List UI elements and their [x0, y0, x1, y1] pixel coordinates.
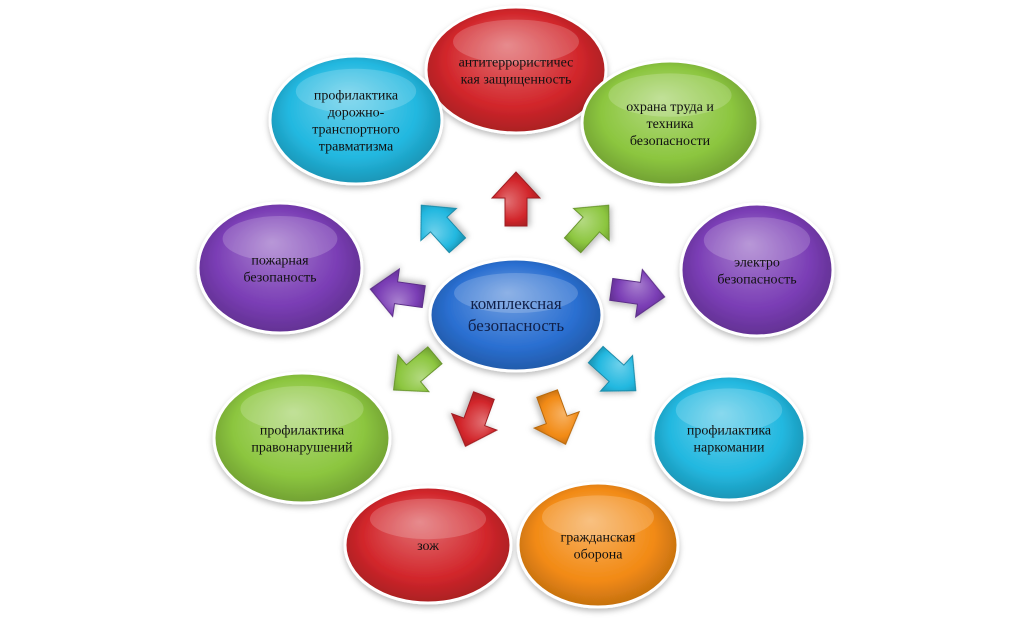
label-line: наркомании [694, 441, 765, 456]
nodes-layer: антитеррористичес кая защищенность охрана … [196, 5, 835, 609]
node-offense: профилактика правонарушений [212, 371, 392, 505]
node-labor: охрана труда и техника безопасности [580, 59, 760, 187]
label-line: электро [734, 256, 780, 271]
node-electro: электро безопасность [679, 202, 835, 338]
label-line: безопаность [243, 271, 316, 286]
label-line: пожарная [251, 254, 309, 269]
arrow-antiterror [490, 171, 542, 227]
label-line: безопасность [717, 273, 796, 288]
node-traffic: профилактика дорожно-транспортного травмат… [268, 54, 444, 186]
node-fire: пожарная безопаность [196, 201, 364, 335]
node-narco: профилактика наркомании [651, 374, 807, 502]
arrow-offense [392, 346, 443, 393]
label-line: антитеррористичес [459, 56, 574, 71]
label-line: безопасности [630, 134, 711, 149]
arrow-labor [563, 204, 610, 254]
center-node: комплексная безопасность [428, 257, 604, 373]
label-line: правонарушений [251, 441, 353, 456]
label-line: травматизма [319, 140, 394, 155]
label-line: оборона [574, 548, 624, 563]
label-line: профилактика [687, 424, 772, 439]
label-line: комплексная [470, 294, 561, 313]
label-line: кая защищенность [461, 73, 572, 88]
node-civil: гражданская оборона [516, 481, 680, 609]
arrow-narco [587, 345, 637, 392]
label-line: дорожно- [328, 106, 385, 121]
arrows-layer [369, 171, 666, 448]
label-line: гражданская [561, 531, 636, 546]
arrow-traffic [420, 204, 467, 254]
label-line: техника [647, 117, 695, 132]
label-line: безопасность [468, 316, 564, 335]
arrow-zozh [450, 391, 499, 448]
label-line: транспортного [312, 123, 400, 138]
label-line: профилактика [260, 424, 345, 439]
arrow-fire [369, 267, 426, 318]
label-line: охрана труда и [626, 100, 714, 115]
arrow-electro [609, 268, 666, 319]
node-antiterror: антитеррористичес кая защищенность [424, 5, 608, 135]
arrow-civil [532, 389, 581, 446]
node-zozh: зож [343, 485, 513, 605]
label-line: зож [417, 539, 439, 554]
label-line: профилактика [314, 89, 399, 104]
